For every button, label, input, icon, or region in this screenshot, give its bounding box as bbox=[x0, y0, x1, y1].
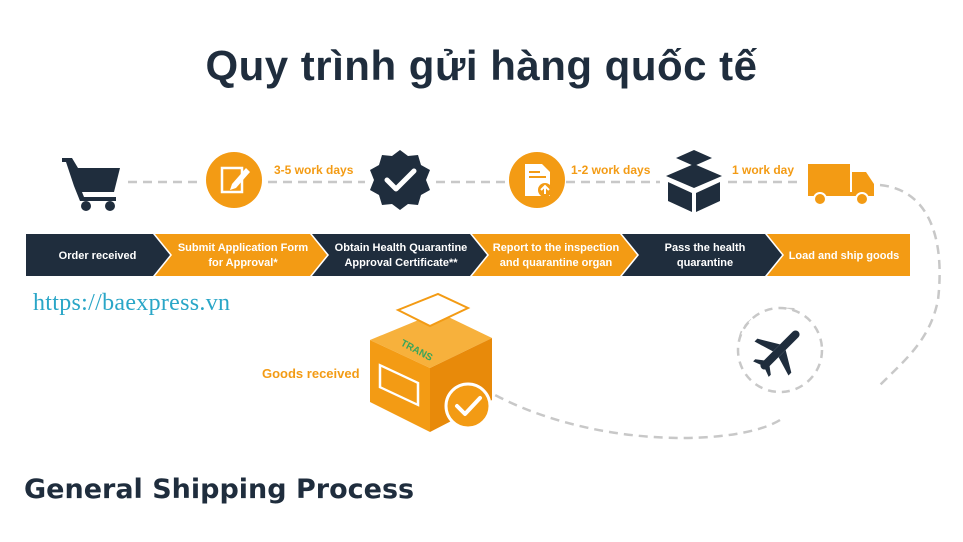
step-3-shape bbox=[312, 234, 487, 276]
airplane-icon bbox=[736, 306, 824, 394]
step-1-shape bbox=[26, 234, 170, 276]
package-box-icon bbox=[666, 150, 722, 212]
footer-title: General Shipping Process bbox=[24, 474, 415, 505]
edit-form-icon bbox=[206, 152, 262, 208]
step-5-shape bbox=[622, 234, 782, 276]
document-upload-icon bbox=[509, 152, 565, 208]
delivery-truck-icon bbox=[808, 164, 874, 206]
check-badge-icon bbox=[370, 150, 430, 210]
step-4-label: Report to the inspection and quarantine … bbox=[492, 242, 620, 269]
page-title: Quy trình gửi hàng quốc tế bbox=[205, 42, 758, 89]
step-5-label: Pass the health quarantine bbox=[664, 242, 746, 269]
step-6-label: Load and ship goods bbox=[788, 249, 900, 262]
steps-banner bbox=[26, 234, 910, 276]
box-check-icon bbox=[370, 292, 492, 432]
step-1-label: Order received bbox=[58, 249, 137, 262]
duration-label-2: 1-2 work days bbox=[571, 163, 651, 177]
duration-label-1: 3-5 work days bbox=[274, 163, 354, 177]
connector-lines bbox=[128, 180, 941, 440]
duration-label-3: 1 work day bbox=[732, 163, 795, 177]
website-link[interactable]: https://baexpress.vn bbox=[33, 290, 231, 316]
shopping-cart-icon bbox=[62, 158, 120, 211]
goods-received-label: Goods received bbox=[262, 366, 360, 381]
step-2-label: Submit Application Form for Approval* bbox=[177, 242, 309, 269]
step-2-shape bbox=[155, 234, 327, 276]
step-4-shape bbox=[472, 234, 637, 276]
step-6-shape bbox=[767, 234, 910, 276]
step-3-label: Obtain Health Quarantine Approval Certif… bbox=[334, 242, 468, 269]
